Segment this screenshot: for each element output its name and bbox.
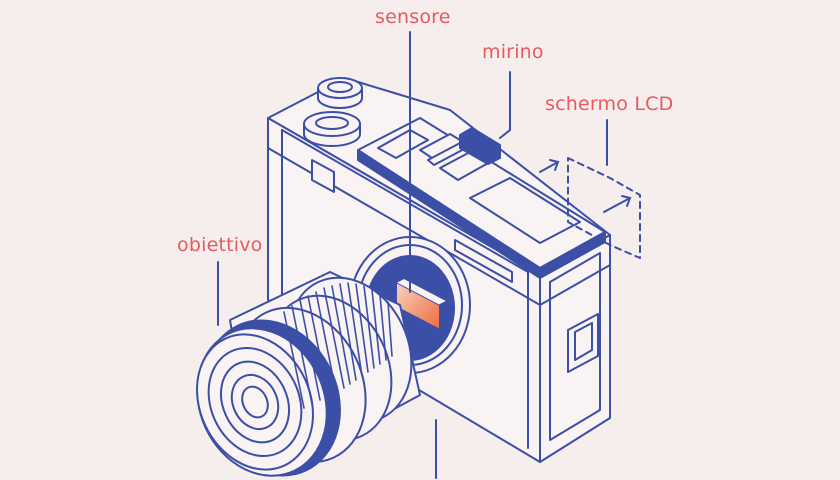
top-display [469,177,581,244]
front-window [311,159,335,193]
sensor [395,281,441,331]
arrow-1 [539,161,559,173]
lcd-screen-outline [567,157,641,259]
dial-front [303,111,361,147]
lens-ribs [283,282,393,409]
leader-mirino [499,71,511,139]
label-mirino: mirino [482,41,544,63]
label-schermo-lcd: schermo LCD [545,93,674,115]
label-obiettivo: obiettivo [177,234,263,256]
lens-front [196,333,314,471]
arrow-2 [603,197,631,213]
dial-rear [317,77,363,109]
viewfinder-bump [459,127,501,165]
label-sensore: sensore [375,6,451,28]
